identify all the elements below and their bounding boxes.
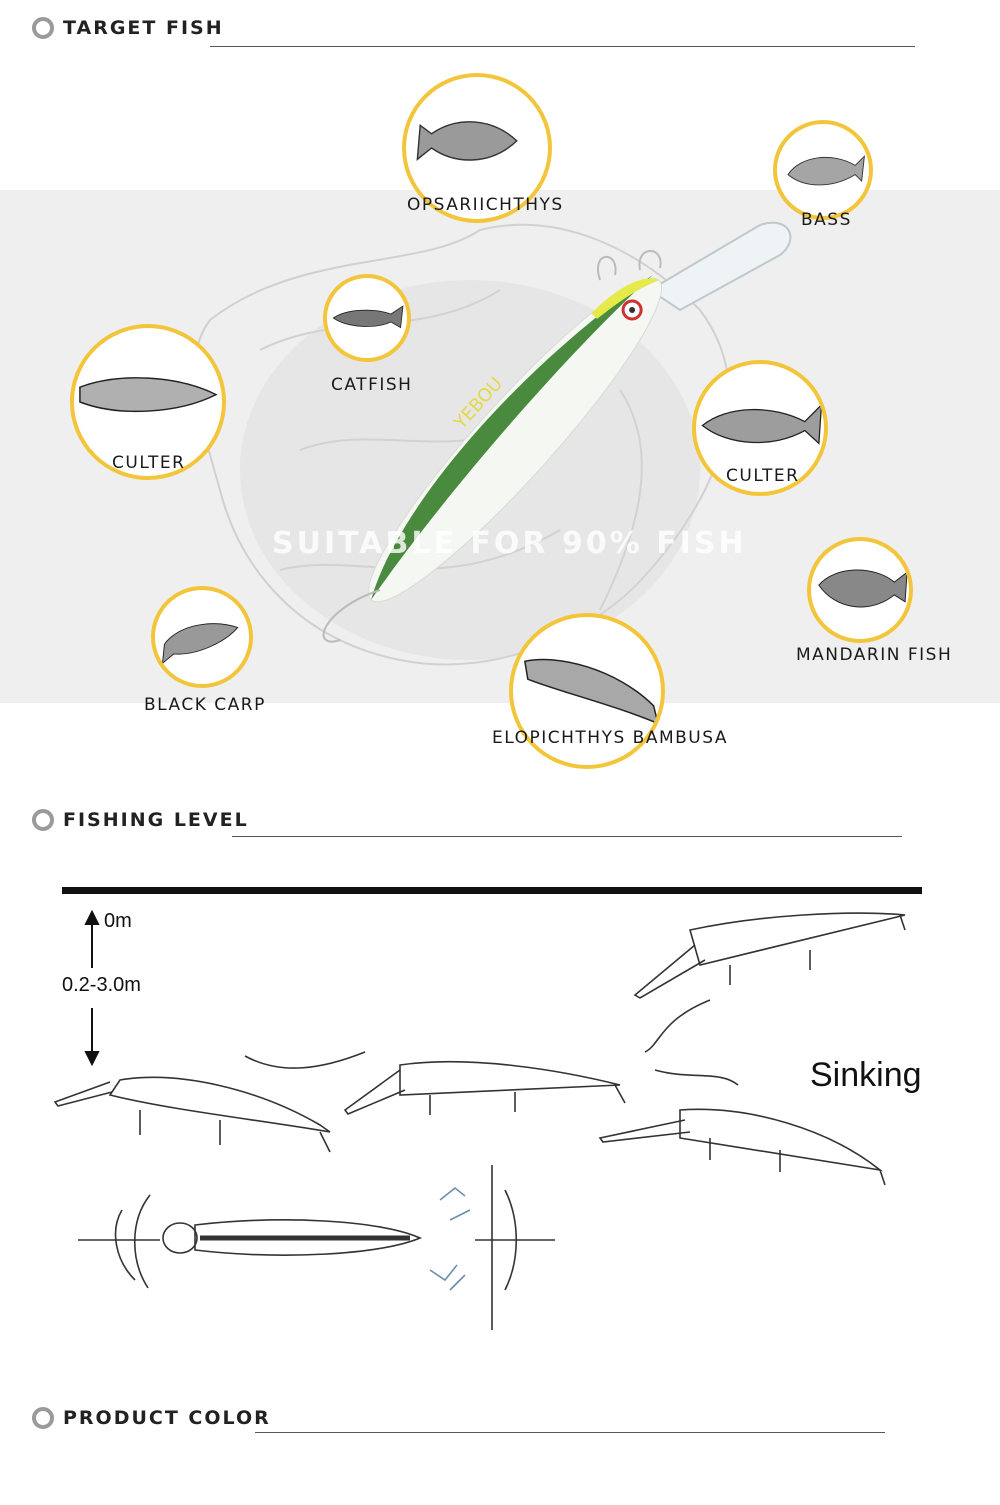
fish-label: ELOPICHTHYS BAMBUSA [492,728,728,748]
depth-arrow [84,909,100,1067]
fish-label: CATFISH [331,375,413,395]
depth-range-label: 0.2-3.0m [62,974,141,997]
fishing-level-diagram [53,887,922,1330]
section-header-target-fish: TARGET FISH [32,16,224,40]
section-header-fishing-level: FISHING LEVEL [32,808,249,832]
water-surface-line [62,887,922,894]
bullet-icon [32,809,54,831]
lure-lip [648,221,792,312]
fish-label: CULTER [726,466,800,486]
fish-label: OPSARIICHTHYS [407,195,564,215]
motion-curve [654,1069,739,1086]
section-header-product-color: PRODUCT COLOR [32,1406,271,1430]
motion-curve [244,1051,366,1069]
fish-icon [701,403,823,445]
lure-sketch [343,1061,626,1115]
fish-label: MANDARIN FISH [796,645,953,665]
fish-icon [818,569,908,608]
section-title: FISHING LEVEL [63,809,249,831]
fish-circle-black-carp [151,586,253,688]
section-title: PRODUCT COLOR [63,1407,271,1429]
fish-label: CULTER [112,453,186,473]
lure-image: YEBOU [322,221,792,643]
bullet-icon [32,17,54,39]
bullet-icon [32,1407,54,1429]
lure-sketch [53,1076,331,1153]
surface-depth-label: 0m [104,910,132,932]
section-divider [255,1432,885,1433]
section-divider [210,46,915,47]
section-divider [232,836,902,837]
wobble-arrows-right [475,1165,555,1330]
fish-icon [79,377,218,413]
fish-label: BLACK CARP [144,695,266,715]
fish-circle-catfish [323,274,411,362]
section-title: TARGET FISH [63,17,224,39]
wobble-arrows-left [78,1194,160,1289]
fish-icon [332,305,404,329]
fish-label: BASS [801,210,852,230]
fish-icon [161,623,239,665]
fish-circle-opsariichthys [402,73,552,223]
fish-circle-culter-left [70,324,226,480]
fish-icon [416,121,518,161]
overlay-slogan: SUITABLE FOR 90% FISH [272,526,747,561]
fish-circle-mandarin-fish [807,537,913,643]
action-label: Sinking [810,1056,922,1094]
fish-icon [787,154,866,186]
fish-circle-elopichthys-bambusa [509,613,665,769]
lure-sketch [598,1108,886,1186]
lure-sketch [633,912,906,999]
fish-circle-bass [773,120,873,220]
fish-icon [523,658,660,725]
water-ripple-icon [429,1186,471,1291]
motion-curve [644,999,711,1053]
fish-circle-culter-right [692,360,828,496]
lure-topview [162,1219,422,1256]
